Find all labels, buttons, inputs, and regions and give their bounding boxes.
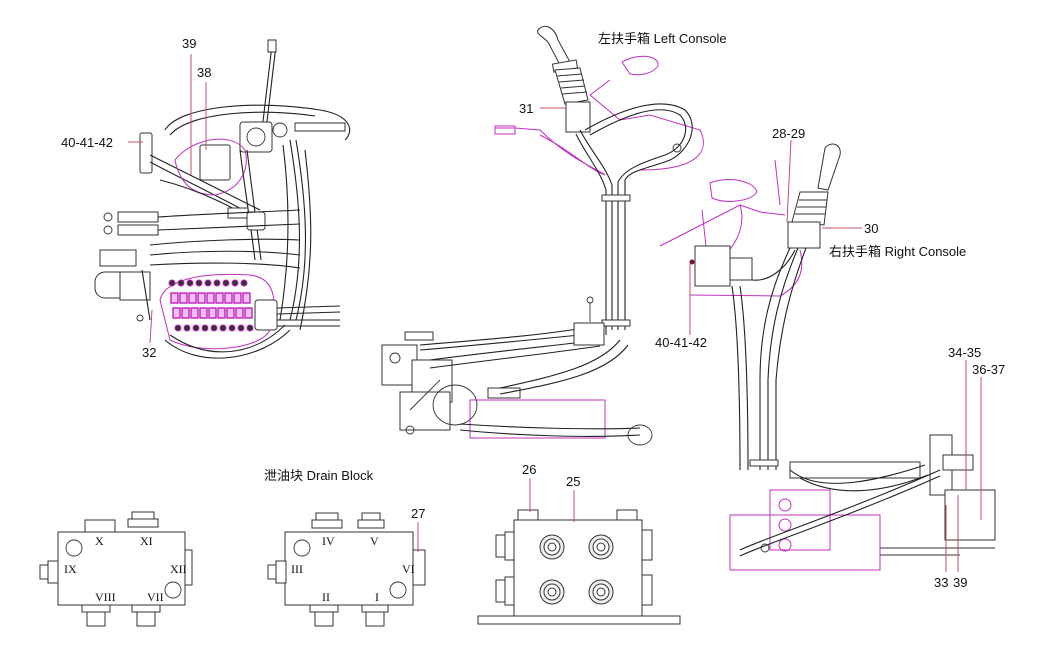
valve-section-fitting xyxy=(177,279,185,287)
right-console-assembly xyxy=(659,143,996,571)
valve-section-fitting xyxy=(219,324,227,332)
callout-32: 32 xyxy=(142,345,156,360)
port-label-v: V xyxy=(370,534,379,548)
valve-section-fitting xyxy=(204,279,212,287)
valve-section-fitting xyxy=(192,324,200,332)
valve-section-fitting xyxy=(197,292,206,304)
valve-bank-highlight xyxy=(159,273,275,350)
valve-section-fitting xyxy=(201,324,209,332)
valve-section-fitting xyxy=(190,307,199,319)
callout-25: 25 xyxy=(566,474,580,489)
callout-26: 26 xyxy=(522,462,536,477)
manifold-port xyxy=(547,587,557,597)
valve-section-fitting xyxy=(224,292,233,304)
valve-section-fitting xyxy=(188,292,197,304)
valve-section-fitting xyxy=(226,307,235,319)
valve-section-fitting xyxy=(235,307,244,319)
valve-section-fitting xyxy=(208,307,217,319)
valve-section-fitting xyxy=(244,307,253,319)
manifold-block xyxy=(477,509,681,625)
valve-section-fitting xyxy=(233,292,242,304)
callout-34-35: 34-35 xyxy=(948,345,981,360)
manifold-port xyxy=(596,587,606,597)
port-label-vi: VI xyxy=(402,562,415,576)
callout-33: 33 xyxy=(934,575,948,590)
valve-section-fitting xyxy=(170,292,179,304)
callout-27: 27 xyxy=(411,506,425,521)
port-label-ii: II xyxy=(322,590,330,604)
port-label-iii: III xyxy=(291,562,303,576)
valve-bank-assembly xyxy=(94,39,351,359)
right-joystick-boot xyxy=(791,191,829,226)
left-console-assembly xyxy=(381,25,704,446)
valve-section-fitting xyxy=(213,279,221,287)
callout-36-37: 36-37 xyxy=(972,362,1005,377)
valve-section-fitting xyxy=(217,307,226,319)
valve-section-fitting xyxy=(179,292,188,304)
callout-39-bottom: 39 xyxy=(953,575,967,590)
valve-section-fitting xyxy=(186,279,194,287)
valve-section-fitting xyxy=(246,324,254,332)
callout-40-41-42-right: 40-41-42 xyxy=(655,335,707,350)
callout-40-41-42-left: 40-41-42 xyxy=(61,135,113,150)
drain-block-left: X XI IX XII VIII VII xyxy=(39,511,193,627)
callout-38: 38 xyxy=(197,65,211,80)
valve-section-fitting xyxy=(199,307,208,319)
left-joystick-boot xyxy=(554,67,589,105)
valve-section-fitting xyxy=(183,324,191,332)
port-label-x: X xyxy=(95,534,104,548)
valve-section-fitting xyxy=(231,279,239,287)
manifold-port xyxy=(547,542,557,552)
valve-section-fitting xyxy=(195,279,203,287)
valve-section-fitting xyxy=(172,307,181,319)
port-label-i: I xyxy=(375,590,379,604)
valve-section-fitting xyxy=(240,279,248,287)
valve-section-fitting xyxy=(222,279,230,287)
callout-31: 31 xyxy=(519,101,533,116)
port-label-iv: IV xyxy=(322,534,335,548)
port-label-xi: XI xyxy=(140,534,153,548)
leader-28-29 xyxy=(786,139,792,223)
valve-section-fitting xyxy=(237,324,245,332)
port-label-ix: IX xyxy=(64,562,77,576)
valve-section-fitting xyxy=(168,279,176,287)
callout-39-top: 39 xyxy=(182,36,196,51)
valve-section-fitting xyxy=(181,307,190,319)
valve-section-fitting xyxy=(174,324,182,332)
left-console-title: 左扶手箱 Left Console xyxy=(598,31,727,46)
drain-block-right: IV V III VI II I xyxy=(267,512,426,627)
valve-section-fitting xyxy=(206,292,215,304)
port-label-vii: VII xyxy=(147,590,164,604)
port-label-xii: XII xyxy=(170,562,187,576)
right-console-title: 右扶手箱 Right Console xyxy=(829,244,966,259)
valve-section-fitting xyxy=(228,324,236,332)
manifold-port xyxy=(596,542,606,552)
leader-32 xyxy=(149,309,153,344)
port-label-viii: VIII xyxy=(95,590,116,604)
drain-block-title: 泄油块 Drain Block xyxy=(264,468,374,483)
valve-section-fitting xyxy=(210,324,218,332)
callout-28-29: 28-29 xyxy=(772,126,805,141)
valve-section-fitting xyxy=(242,292,251,304)
valve-section-fitting xyxy=(215,292,224,304)
callout-30: 30 xyxy=(864,221,878,236)
